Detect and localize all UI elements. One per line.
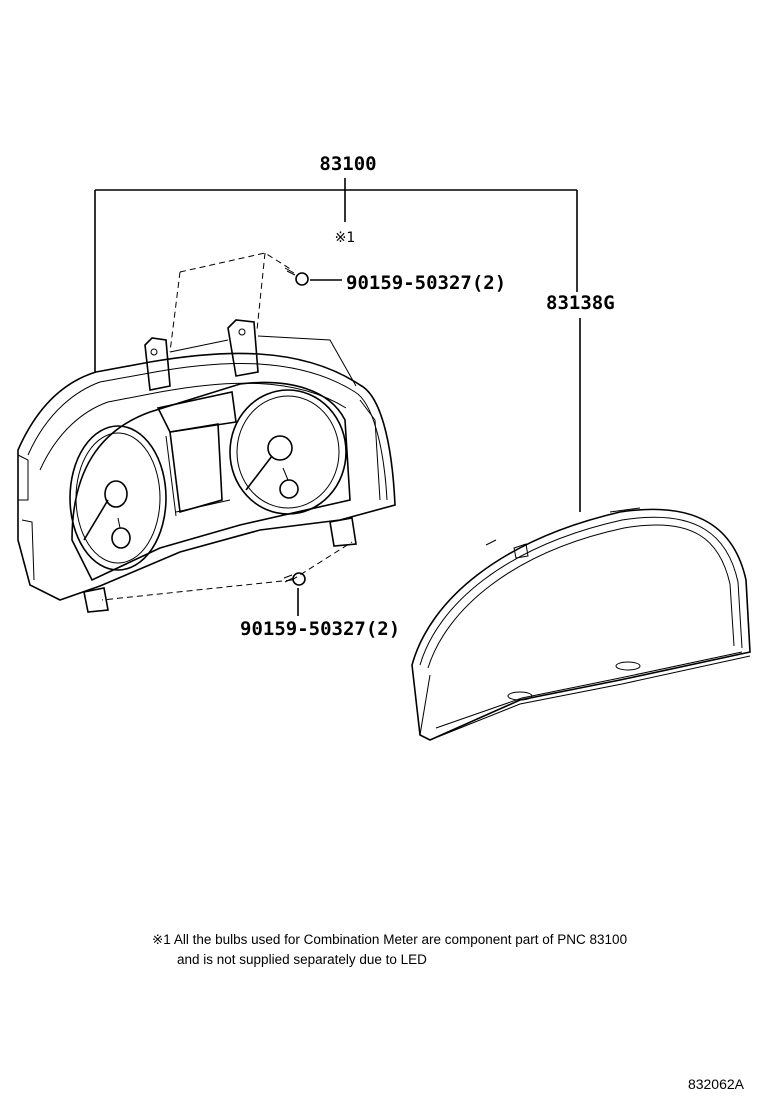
figure-number: 832062A	[687, 1076, 744, 1092]
screw-top-label: 90159-50327(2)	[346, 272, 506, 294]
assembly-note-mark: ※1	[335, 230, 356, 246]
footnote-line-2: and is not supplied separately due to LE…	[177, 952, 427, 967]
meter-glass-drawing	[411, 507, 751, 741]
screw-top-icon	[284, 267, 309, 286]
assembly-pnc-label: 83100	[319, 153, 376, 175]
footnote: ※1 All the bulbs used for Combination Me…	[152, 930, 627, 970]
footnote-line-1: ※1 All the bulbs used for Combination Me…	[152, 932, 628, 947]
combination-meter-drawing	[17, 319, 396, 613]
assembly-bracket-lines	[94, 178, 581, 512]
glass-pnc-label: 83138G	[546, 292, 615, 314]
screw-bottom-label: 90159-50327(2)	[240, 618, 400, 640]
installation-dashed-lines	[101, 252, 353, 601]
